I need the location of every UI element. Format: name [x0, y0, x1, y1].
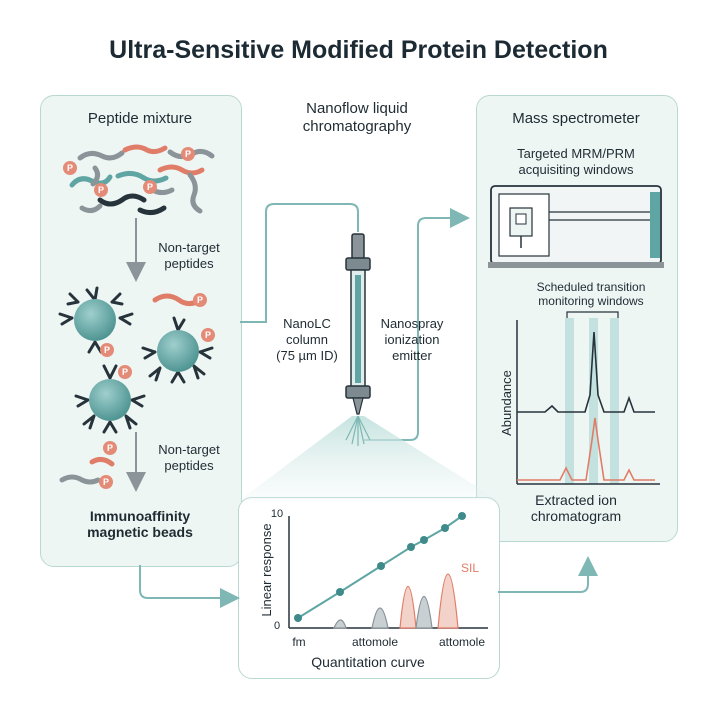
phospho-markers-top — [63, 147, 195, 197]
mass-spec-panel — [476, 95, 678, 542]
phospho-p-label: P — [97, 185, 104, 195]
mass-spectrometer-instrument — [488, 185, 664, 268]
phospho-p-label: P — [121, 367, 128, 377]
phospho-marker-bottom — [99, 475, 113, 489]
quant-point — [441, 524, 449, 532]
phospho-p-label: P — [196, 295, 203, 305]
column-label: NanoLC column (75 µm ID) — [276, 316, 338, 363]
acq-label: Targeted MRM/PRM acquisiting windows — [517, 146, 635, 177]
quant-curve — [294, 512, 466, 622]
ms-heading: Mass spectrometer — [512, 110, 640, 127]
emitter-label: Nanospray ionization emitter — [380, 316, 444, 363]
monitoring-windows — [565, 318, 619, 484]
quant-x-tick-1: fm — [292, 635, 306, 649]
quant-y-bottom: 0 — [273, 620, 281, 632]
window-bracket — [566, 311, 619, 318]
phospho-p-label: P — [204, 330, 211, 340]
quant-point — [336, 588, 344, 596]
peak-gray-3 — [415, 595, 433, 629]
quant-point — [294, 614, 302, 622]
phospho-p-label: P — [103, 345, 110, 355]
quant-x-tick-3: attomole — [438, 635, 486, 649]
peak-salmon-1 — [399, 586, 417, 629]
xic-trace-dark — [517, 331, 655, 413]
quant-point — [420, 536, 428, 544]
flow-lines — [139, 203, 598, 608]
phospho-p-label: P — [184, 149, 191, 159]
phospho-p-label: P — [66, 163, 73, 173]
phospho-p-label: P — [146, 182, 153, 192]
spray-cone — [240, 416, 498, 500]
page-title: Ultra-Sensitive Modified Protein Detecti… — [109, 36, 608, 64]
xic-trace-salmon — [517, 417, 655, 481]
quant-point — [377, 562, 385, 570]
peptide-heading: Peptide mixture — [87, 110, 193, 127]
peptide-strands — [69, 144, 215, 216]
lc-heading: Nanoflow liquid chromatography — [302, 100, 412, 135]
peak-salmon-2 — [437, 573, 459, 629]
sched-label: Scheduled transition monitoring windows — [536, 280, 646, 308]
magnetic-beads — [58, 286, 215, 455]
beads-label: Immunoaffinity magnetic beads — [87, 508, 193, 540]
peak-gray-1 — [333, 619, 347, 629]
quant-x-tick-2: attomole — [351, 635, 399, 649]
quant-point — [407, 543, 415, 551]
nanolc-column — [345, 233, 371, 415]
phospho-p-label: P — [102, 477, 109, 487]
non-target-label-2: Non-target peptides — [158, 442, 220, 473]
peak-gray-2 — [371, 607, 389, 629]
xic-label: Extracted ion chromatogram — [530, 492, 622, 524]
xic-y-label: Abundance — [499, 370, 514, 436]
sil-label: SIL — [460, 561, 479, 575]
quantitation-panel — [238, 497, 500, 679]
non-target-label-1: Non-target peptides — [158, 240, 220, 271]
quant-caption: Quantitation curve — [311, 654, 425, 670]
quant-y-label: Linear response — [259, 523, 274, 617]
quant-point — [458, 512, 466, 520]
spray-lines — [345, 415, 371, 446]
peptide-strands-bottom — [59, 456, 115, 485]
phospho-p-label: P — [106, 443, 113, 453]
quant-y-top: 10 — [270, 508, 284, 520]
